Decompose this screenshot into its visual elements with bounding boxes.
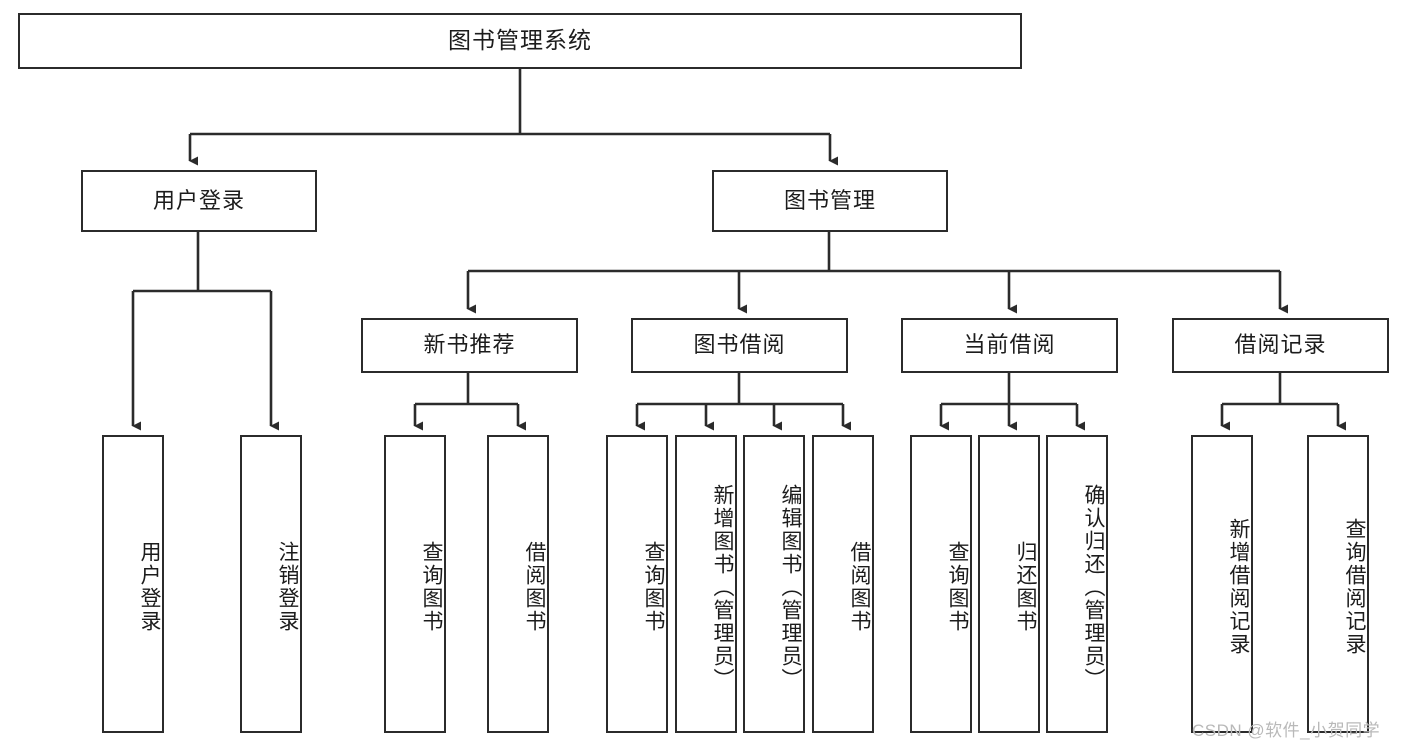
leaf-label: 借阅图书	[523, 541, 546, 633]
leaf-current-query-book[interactable]: 查询图书	[910, 435, 972, 733]
leaf-label: 编辑图书（管理员）	[779, 483, 802, 691]
node-book-management[interactable]: 图书管理	[712, 170, 948, 232]
leaf-label: 新增图书（管理员）	[711, 483, 734, 691]
leaf-borrow-query-book[interactable]: 查询图书	[606, 435, 668, 733]
leaf-label: 确认归还（管理员）	[1082, 483, 1105, 691]
leaf-borrow-borrow-book[interactable]: 借阅图书	[812, 435, 874, 733]
leaf-label: 查询图书	[642, 541, 665, 633]
leaf-label: 新增借阅记录	[1227, 518, 1250, 656]
node-borrow-records[interactable]: 借阅记录	[1172, 318, 1389, 373]
watermark-text: CSDN @软件_小贺同学	[1192, 721, 1381, 740]
node-current-borrowing[interactable]: 当前借阅	[901, 318, 1118, 373]
leaf-label: 查询图书	[946, 541, 969, 633]
leaf-label: 归还图书	[1014, 541, 1037, 633]
leaf-label: 借阅图书	[848, 541, 871, 633]
leaf-records-query-record[interactable]: 查询借阅记录	[1307, 435, 1369, 733]
node-root-system[interactable]: 图书管理系统	[18, 13, 1022, 69]
leaf-new-book-query[interactable]: 查询图书	[384, 435, 446, 733]
leaf-user-login-signin[interactable]: 用户登录	[102, 435, 164, 733]
leaf-label: 查询图书	[420, 541, 443, 633]
leaf-label: 注销登录	[276, 541, 299, 633]
leaf-new-book-borrow[interactable]: 借阅图书	[487, 435, 549, 733]
node-new-book-recommendation[interactable]: 新书推荐	[361, 318, 578, 373]
leaf-user-login-logout[interactable]: 注销登录	[240, 435, 302, 733]
node-user-login[interactable]: 用户登录	[81, 170, 317, 232]
leaf-borrow-edit-book-admin[interactable]: 编辑图书（管理员）	[743, 435, 805, 733]
leaf-current-return-book[interactable]: 归还图书	[978, 435, 1040, 733]
leaf-label: 查询借阅记录	[1343, 518, 1366, 656]
leaf-borrow-add-book-admin[interactable]: 新增图书（管理员）	[675, 435, 737, 733]
leaf-records-add-record[interactable]: 新增借阅记录	[1191, 435, 1253, 733]
node-book-borrowing[interactable]: 图书借阅	[631, 318, 848, 373]
leaf-label: 用户登录	[138, 541, 161, 633]
leaf-current-confirm-return-admin[interactable]: 确认归还（管理员）	[1046, 435, 1108, 733]
